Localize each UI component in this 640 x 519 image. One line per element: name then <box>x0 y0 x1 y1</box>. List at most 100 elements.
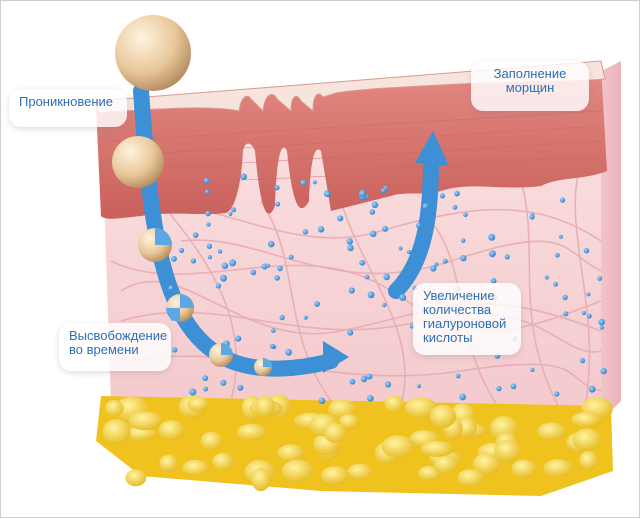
hyaluronic-dot <box>206 243 213 249</box>
hyaluronic-dot <box>220 274 227 282</box>
hyaluronic-dot <box>452 204 458 210</box>
hyaluronic-dot <box>360 375 368 383</box>
hyaluronic-dot <box>302 229 309 235</box>
hyaluronic-dot <box>384 381 392 388</box>
fat-cell <box>102 419 131 445</box>
hyaluronic-dot <box>496 385 502 392</box>
hyaluronic-dot <box>267 240 275 248</box>
hyaluronic-dot <box>206 222 211 227</box>
fat-cell <box>472 453 501 476</box>
fat-cell <box>543 459 574 477</box>
fat-cell <box>339 413 359 429</box>
hyaluronic-dot <box>228 211 233 216</box>
capsule-icon <box>138 228 172 262</box>
hyaluronic-dot <box>347 329 354 336</box>
hyaluronic-dot <box>317 226 325 233</box>
label-timed-release: Высвобождение во времени <box>59 323 171 371</box>
hyaluronic-dot <box>488 250 496 258</box>
capsule-icon <box>115 15 191 91</box>
hyaluronic-dot <box>178 247 185 253</box>
hyaluronic-dot <box>271 328 276 333</box>
fat-cell <box>457 469 485 487</box>
collagen-fibers <box>110 160 602 412</box>
hyaluronic-dot <box>323 190 331 198</box>
hyaluronic-dot <box>399 294 407 301</box>
hyaluronic-dot <box>277 265 283 272</box>
hyaluronic-dot <box>168 285 174 291</box>
hyaluronic-dot <box>274 185 280 191</box>
hyaluronic-dot <box>348 287 355 294</box>
hyaluronic-dot <box>406 249 412 255</box>
hyaluronic-dot <box>442 258 448 264</box>
hyaluronic-dot <box>250 269 257 276</box>
hyaluronic-dot <box>597 276 603 281</box>
hyaluronic-dot <box>490 278 497 284</box>
block-side-face <box>601 61 621 421</box>
hyaluronic-dot <box>189 388 197 396</box>
hyaluronic-dot <box>530 367 535 373</box>
hyaluronic-dot <box>346 238 354 245</box>
fill-arrow <box>388 153 439 299</box>
delivery-arrow-head-icon <box>323 341 349 373</box>
hyaluronic-dot <box>367 395 374 402</box>
hyaluronic-dot <box>382 225 389 232</box>
hyaluronic-dot <box>600 367 607 375</box>
fat-cell <box>433 454 458 474</box>
hyaluronic-dot <box>349 378 356 385</box>
hyaluronic-dot <box>203 386 209 392</box>
hyaluronic-dot <box>510 383 517 390</box>
hyaluronic-dot <box>279 314 285 321</box>
hyaluronic-dot <box>237 384 244 391</box>
hyaluronic-dot <box>171 255 177 262</box>
hyaluronic-dot <box>215 283 222 289</box>
fat-cell <box>328 399 356 419</box>
label-timed-release-text: Высвобождение во времени <box>69 328 168 357</box>
label-wrinkle-fill-text: Заполнение морщин <box>493 66 567 95</box>
hyaluronic-dot <box>460 255 467 262</box>
hyaluronic-dot <box>274 275 280 281</box>
label-hyaluronic-increase: Увеличение количества гиалуроновой кисло… <box>413 283 521 355</box>
hyaluronic-dot <box>275 201 281 207</box>
capsules <box>112 15 272 376</box>
hyaluronic-dot <box>364 274 370 280</box>
hyaluronic-dot <box>586 313 592 319</box>
hyaluronic-dot <box>221 262 229 270</box>
hyaluronic-dot <box>586 292 591 297</box>
hyaluronic-dot <box>555 252 560 258</box>
hyaluronic-dot <box>303 315 308 320</box>
hyaluronic-dot <box>203 177 210 184</box>
hyaluronic-dot <box>240 173 247 180</box>
fat-cell <box>420 440 454 457</box>
fat-cell <box>159 454 178 473</box>
capsule-icon <box>166 294 194 322</box>
fat-cell <box>105 400 124 417</box>
epidermis-texture <box>110 110 602 187</box>
fat-cell <box>494 439 521 462</box>
hyaluronic-dot <box>463 212 468 218</box>
hyaluronic-dot <box>312 180 317 185</box>
hyaluronic-dot <box>371 201 379 209</box>
hyaluronic-dot <box>459 393 467 401</box>
label-penetration: Проникновение <box>9 89 127 127</box>
fat-cell <box>571 412 602 428</box>
hyaluronic-dot <box>563 311 569 317</box>
hyaluronic-dot <box>581 310 586 316</box>
hyaluronic-dot <box>220 379 227 386</box>
hyaluronic-dot <box>205 210 211 217</box>
fat-cell <box>158 420 185 441</box>
fat-cell <box>320 466 350 485</box>
fat-cell <box>255 395 275 418</box>
fat-cell <box>537 422 566 441</box>
hyaluronic-dot <box>455 373 461 379</box>
fat-cell <box>251 467 271 492</box>
hyaluronic-dot <box>544 275 549 280</box>
hyaluronic-dot <box>562 294 568 301</box>
label-wrinkle-fill: Заполнение морщин <box>471 61 589 111</box>
hyaluronic-dot <box>380 188 386 194</box>
hyaluronic-dot <box>398 246 403 251</box>
hyaluronic-dot <box>204 189 210 194</box>
hyaluronic-dot <box>207 255 212 260</box>
hyaluronic-dot <box>488 233 496 241</box>
hyaluronic-dot <box>192 232 199 238</box>
fat-cell <box>236 423 267 441</box>
